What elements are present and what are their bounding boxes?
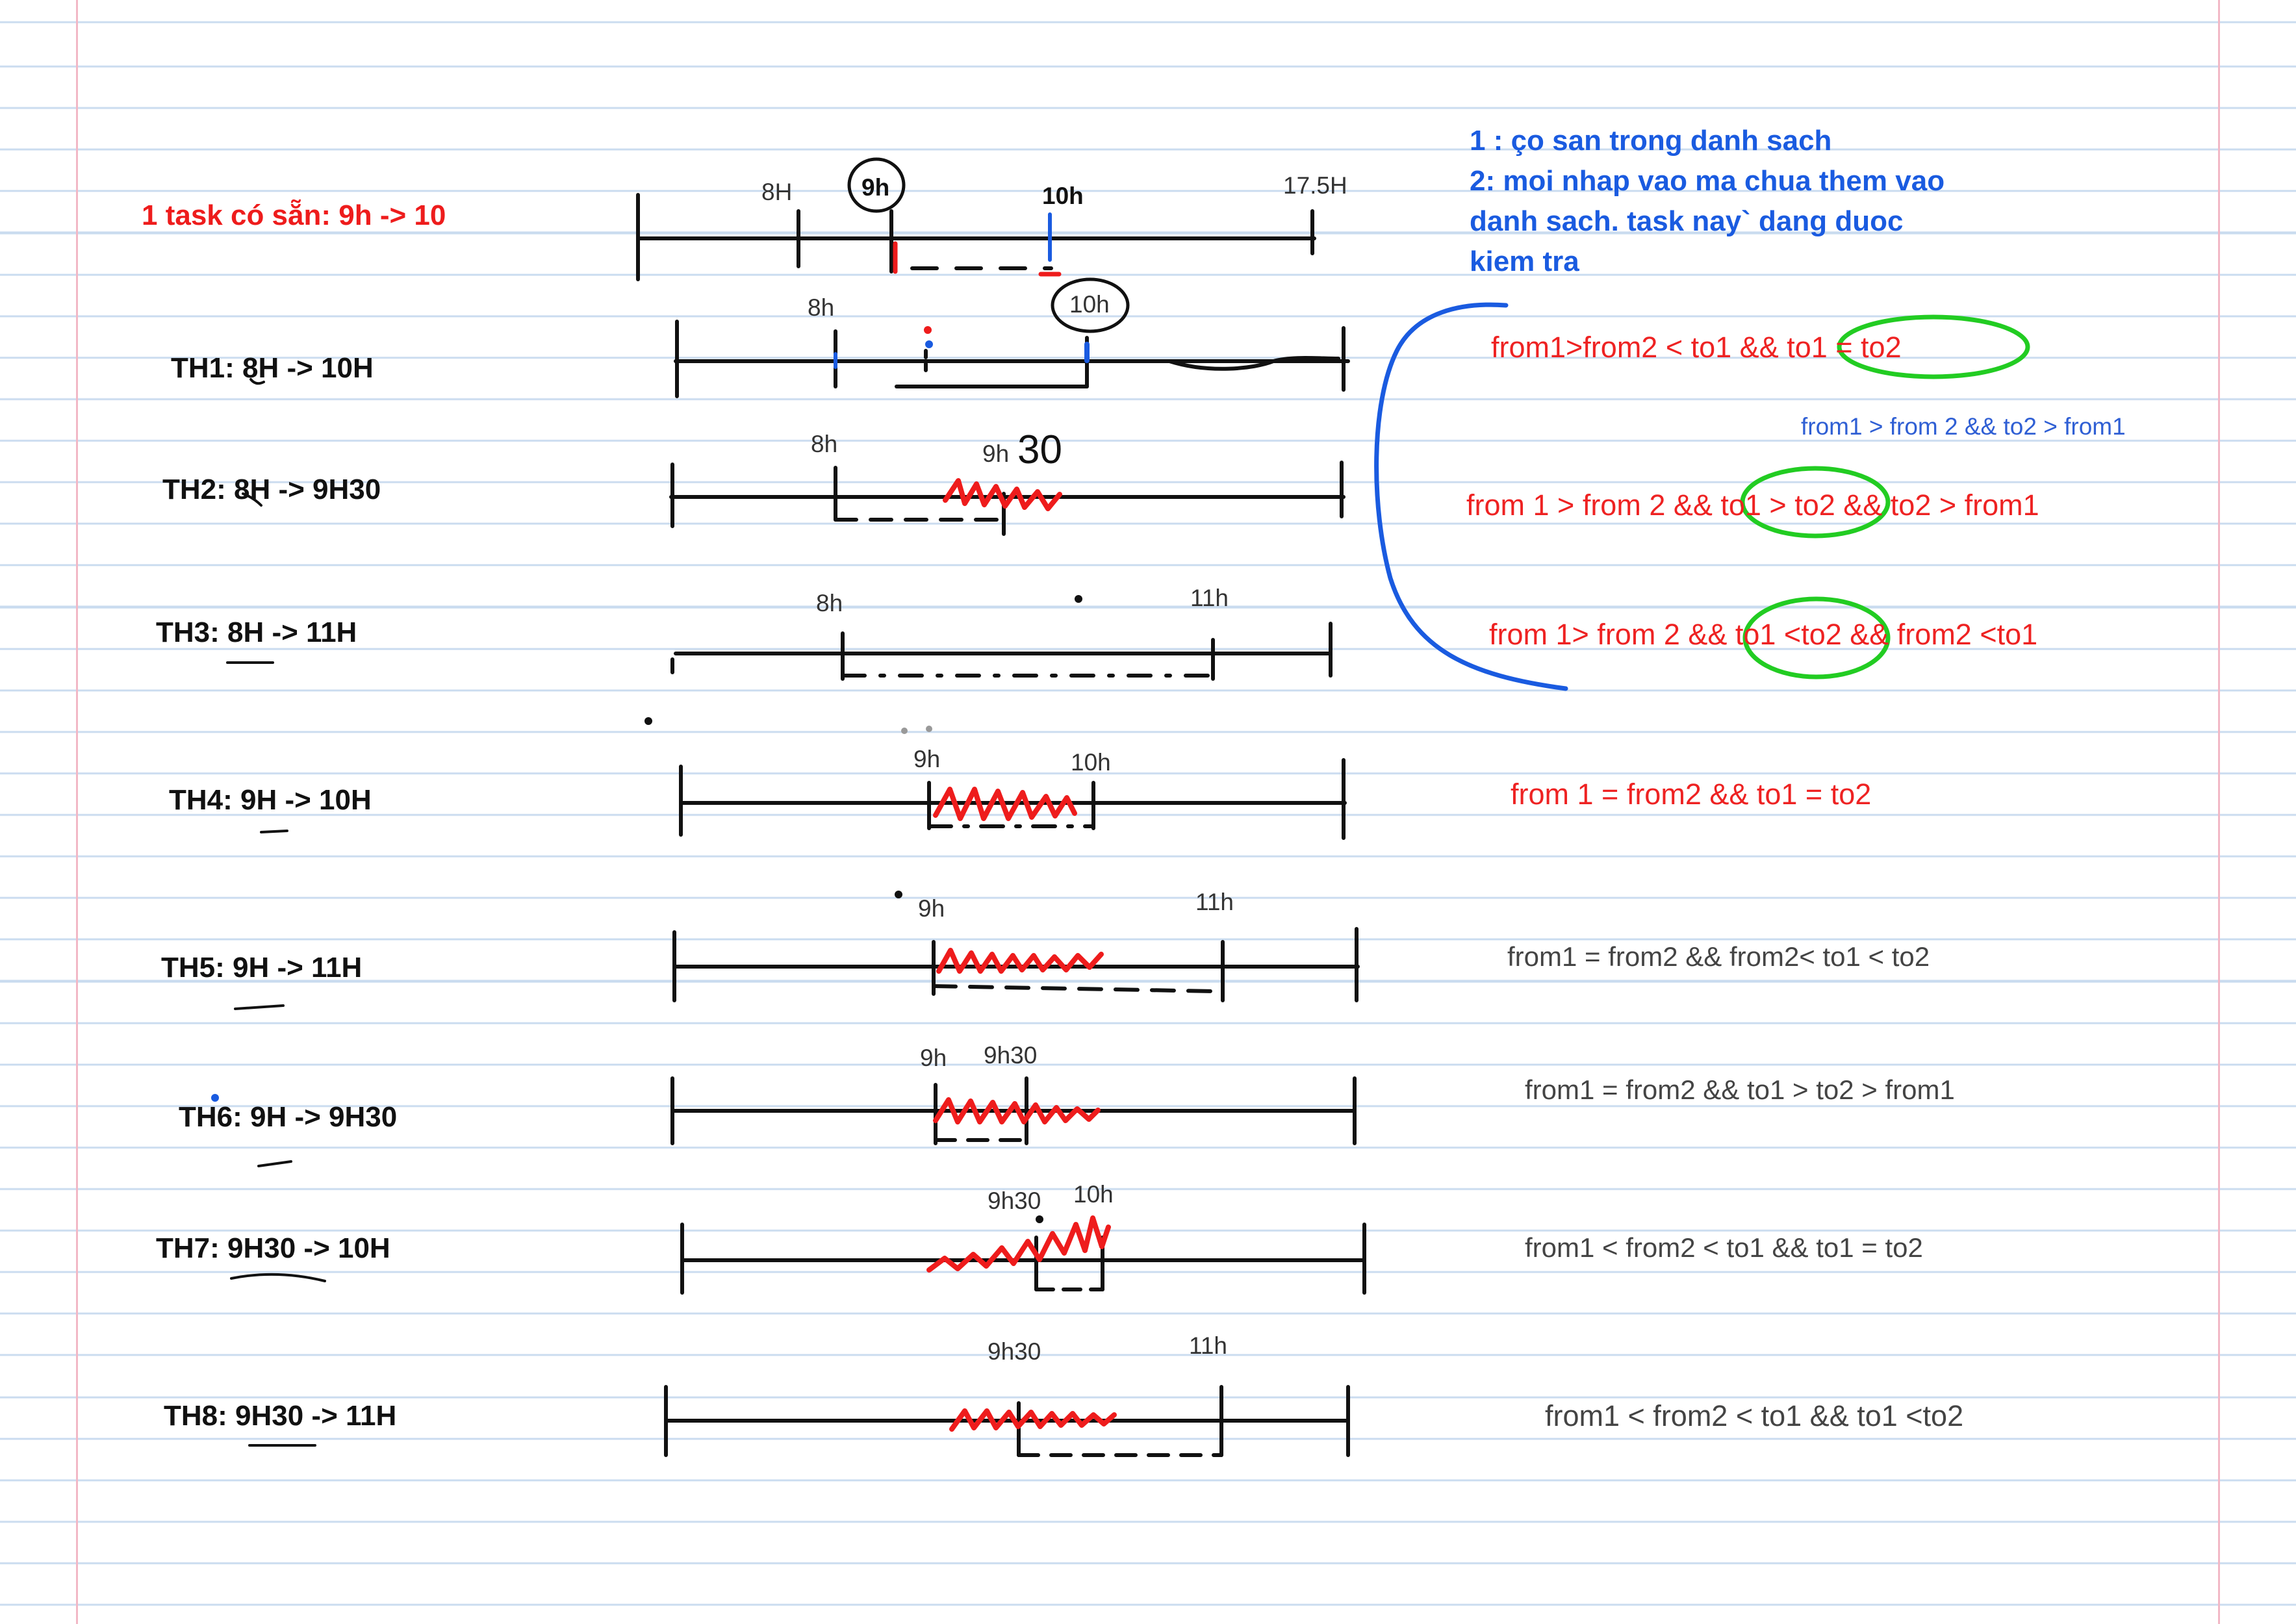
tick-label: 10h [1042,183,1084,209]
side-note: from1 > from 2 && to2 > from1 [1801,413,2126,440]
th2-timeline [669,461,1346,536]
case-condition: from1 = from2 && to1 > to2 > from1 [1525,1074,1955,1105]
tick-label: 9h [918,895,945,922]
blue-bracket [1374,302,1568,691]
th5-timeline [672,891,1360,1002]
case-condition: from1 < from2 < to1 && to1 = to2 [1525,1232,1923,1263]
th3-timeline [644,595,1333,734]
case-label: TH5: 9H -> 11H [161,952,363,983]
tick-label: 9h30 [988,1338,1041,1365]
tick-label: 10h [1073,1181,1114,1208]
tick-label: 17.5H [1283,172,1347,199]
legend-line: 2: moi nhap vao ma chua them vao [1470,165,1945,197]
case-label: TH1: 8H -> 10H [171,352,374,384]
right-margin-line [2218,0,2220,1624]
th1-timeline [674,277,1350,398]
case-condition: from 1> from 2 && to1 <to2 && from2 <to1 [1489,618,2038,651]
tick-label: 30 [1017,427,1062,472]
case-condition: from 1 = from2 && to1 = to2 [1511,778,1872,811]
case-label: TH2: 8H -> 9H30 [162,474,381,505]
th8-timeline [664,1385,1350,1457]
case-label: TH7: 9H30 -> 10H [156,1232,390,1264]
green-highlights [1740,314,2030,679]
tick-label: 8h [811,431,838,457]
tick-label: 9h [861,174,890,201]
tick-label: 9h [982,440,1010,467]
case-condition: from 1 > from 2 && to1 > to2 && to2 > fr… [1466,488,2039,522]
left-margin-line [76,0,78,1624]
tick-label: 9h [920,1045,947,1071]
case-label: TH4: 9H -> 10H [169,784,372,816]
tick-label: 10h [1069,291,1110,318]
existing-task-label: 1 task có sẵn: 9h -> 10 [142,199,446,231]
label-underlines [226,378,326,1447]
tick-label: 11h [1189,1332,1227,1359]
case-condition: from1 < from2 < to1 && to1 <to2 [1545,1399,1964,1432]
tick-label: 9h30 [984,1042,1038,1069]
tick-label: 8h [808,294,835,321]
legend-line: kiem tra [1470,246,1579,277]
tick-label: 9h [913,746,941,772]
th7-timeline [680,1215,1366,1295]
th4-timeline [679,758,1347,840]
case-label: TH6: 9H -> 9H30 [179,1101,398,1133]
existing-task-timeline [636,157,1316,281]
th6-timeline [211,1076,1357,1145]
case-label: TH8: 9H30 -> 11H [164,1400,397,1432]
case-condition: from1 = from2 && from2< to1 < to2 [1507,941,1930,972]
legend-line: danh sach. task nay` dang duoc [1470,205,1904,237]
case-condition: from1>from2 < to1 && to1 = to2 [1491,331,1902,364]
tick-label: 11h [1195,889,1234,915]
tick-label: 8h [816,590,843,616]
case-label: TH3: 8H -> 11H [156,616,357,648]
tick-label: 8H [761,179,793,205]
tick-label: 10h [1071,749,1111,776]
tick-label: 11h [1190,585,1229,611]
legend-line: 1 : ço san trong danh sach [1470,125,1832,157]
tick-label: 9h30 [988,1187,1041,1214]
